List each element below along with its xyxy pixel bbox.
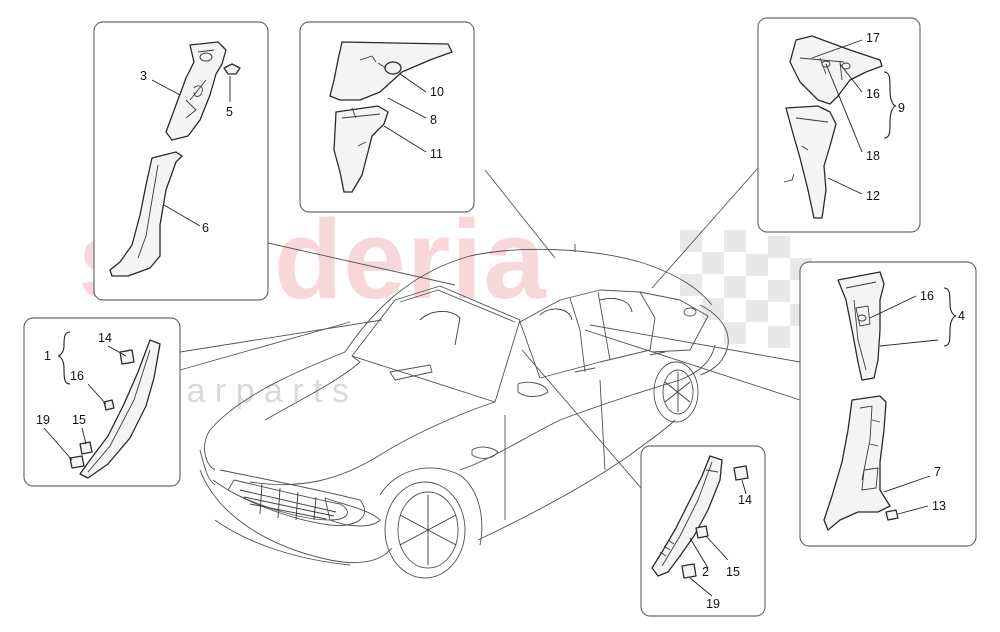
callout-18: 18 <box>866 149 880 163</box>
panel-d-b-pillar-trim: 16 4 7 13 <box>799 261 977 547</box>
callout-4: 4 <box>958 309 965 323</box>
part-15-clip-left <box>79 441 93 455</box>
part-10-cap <box>384 61 402 75</box>
callout-3: 3 <box>140 69 147 83</box>
panel-a-pillar-trim: 3 5 6 <box>93 21 269 301</box>
part-14-clip-right <box>733 465 749 481</box>
callout-9: 9 <box>898 101 905 115</box>
callout-16-left: 16 <box>70 369 84 383</box>
callout-13: 13 <box>932 499 946 513</box>
callout-11: 11 <box>430 147 443 161</box>
part-2-a-pillar-strip <box>651 455 723 577</box>
part-15-clip-right <box>695 525 709 539</box>
callout-15-right: 15 <box>726 565 740 579</box>
car-illustration <box>199 244 729 579</box>
callout-16-bpillar: 16 <box>920 289 934 303</box>
callout-2: 2 <box>702 565 709 579</box>
callout-17: 17 <box>866 31 880 45</box>
part-19-clip-left <box>69 455 85 469</box>
connector-lines <box>179 167 801 489</box>
callout-14-left: 14 <box>98 331 112 345</box>
checkered-flag-watermark <box>680 230 812 348</box>
brace-9 <box>883 71 897 139</box>
callout-1: 1 <box>44 349 51 363</box>
callout-12: 12 <box>866 189 880 203</box>
callout-7: 7 <box>934 465 941 479</box>
panel-f-a-pillar-trim: 14 15 2 19 <box>640 445 766 617</box>
brace-1 <box>57 331 71 385</box>
callout-6: 6 <box>202 221 209 235</box>
callout-14-right: 14 <box>738 493 752 507</box>
part-12-rear-lower-trim <box>785 105 837 219</box>
part-3-upper-pillar-trim <box>165 41 227 141</box>
callout-19-right: 19 <box>706 597 720 611</box>
callout-8: 8 <box>430 113 437 127</box>
part-16-clip-left <box>103 399 115 411</box>
panel-b-quarter-trim: 10 8 11 <box>299 21 475 213</box>
callout-15-left: 15 <box>72 413 86 427</box>
part-19-clip-right <box>681 563 697 579</box>
part-6-lower-pillar-trim <box>109 151 183 277</box>
panel-c-rear-pillar-trim: 17 16 18 12 9 <box>757 17 921 233</box>
part-14-clip-left <box>119 349 135 365</box>
part-5-clip <box>223 63 241 75</box>
callout-16-rear: 16 <box>866 87 880 101</box>
brace-4 <box>943 287 957 347</box>
part-17-rear-upper-trim <box>789 35 883 105</box>
callout-19-left: 19 <box>36 413 50 427</box>
part-13-screw <box>885 509 899 521</box>
part-11-quarter-lower-trim <box>333 105 389 193</box>
watermark-tagline: c a r p a r t s <box>160 372 349 410</box>
callout-10: 10 <box>430 85 444 99</box>
panel-e-a-pillar-trim: 14 16 15 19 1 <box>23 317 181 487</box>
part-7-b-pillar-lower-trim <box>823 395 891 531</box>
callout-5: 5 <box>226 105 233 119</box>
part-1-a-pillar-strip <box>79 339 161 479</box>
